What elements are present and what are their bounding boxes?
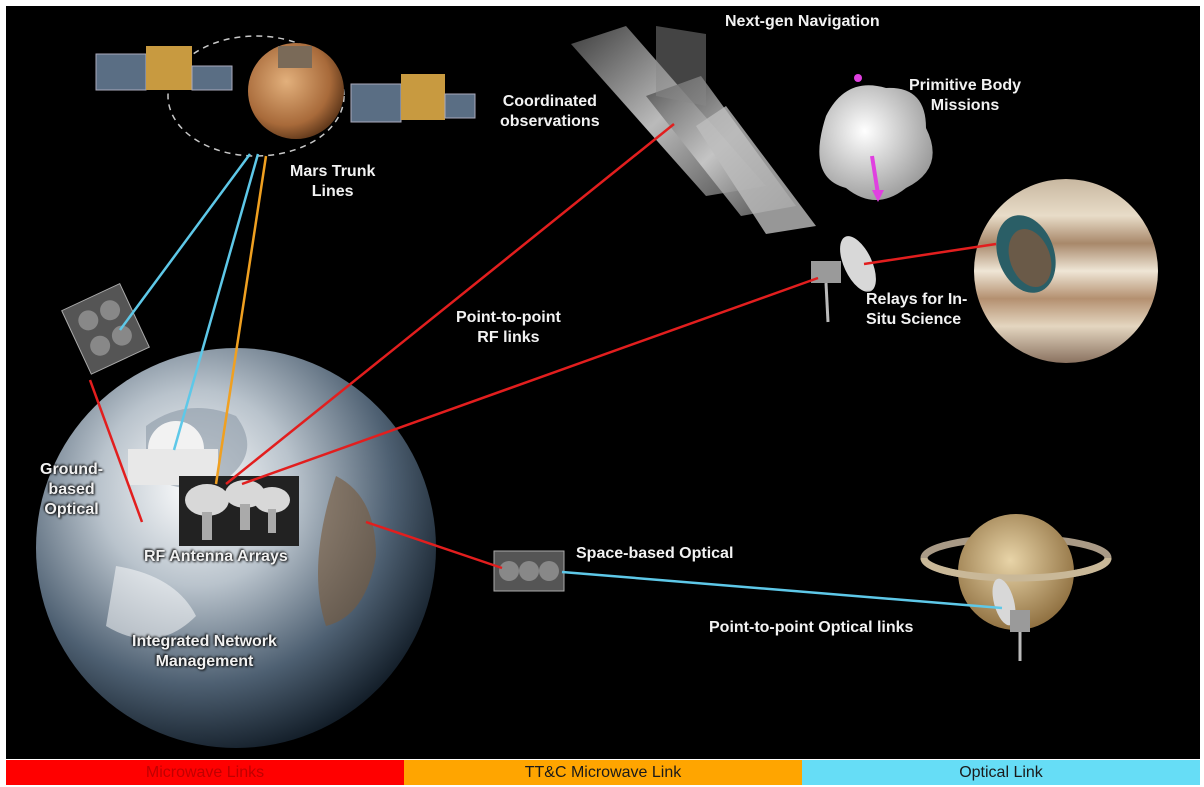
- label-mars-trunk-lines: Mars Trunk Lines: [290, 163, 376, 200]
- optical-link-to-mars-1: [118, 153, 252, 331]
- microwave-link-ground-optical: [88, 379, 144, 523]
- relay-spacecraft: [811, 236, 876, 323]
- label-coordinated-observations: Coordinated observations: [500, 93, 600, 130]
- mars-orbiter-right: [350, 74, 476, 123]
- ttc-link-to-mars: [214, 155, 268, 485]
- legend-ttc-label: TT&C Microwave Link: [524, 763, 682, 781]
- scene-graphics: [36, 26, 1158, 748]
- label-space-based-optical: Space-based Optical: [576, 545, 734, 562]
- microwave-relay-to-probe: [863, 242, 997, 266]
- legend-ttc-microwave-link: TT&C Microwave Link: [404, 760, 802, 785]
- legend-optical-link: Optical Link: [802, 760, 1200, 785]
- label-relays-in-situ-science: Relays for In- Situ Science: [866, 291, 968, 328]
- label-rf-antenna-arrays: RF Antenna Arrays: [144, 548, 288, 565]
- label-ground-based-optical: Ground- based Optical: [40, 461, 104, 518]
- solar-sail-constellation: [571, 26, 816, 234]
- microwave-link-earth-to-space-optical: [365, 520, 503, 570]
- link-lines: [88, 123, 1003, 610]
- space-optical-telescope: [493, 550, 565, 592]
- legend-microwave-links: Microwave Links: [6, 760, 404, 785]
- saturn-relay-spacecraft: [992, 578, 1030, 661]
- mars-planet: [248, 43, 344, 139]
- legend-microwave-label: Microwave Links: [145, 763, 265, 781]
- label-primitive-body-missions: Primitive Body Missions: [909, 77, 1022, 114]
- label-point-to-point-optical-links: Point-to-point Optical links: [709, 619, 914, 636]
- legend-bar: Microwave Links TT&C Microwave Link Opti…: [6, 760, 1200, 785]
- microwave-link-to-sails: [225, 123, 675, 485]
- optical-telescope-array: [61, 282, 150, 375]
- optical-link-to-saturn: [561, 570, 1003, 610]
- mars-system: [95, 35, 476, 157]
- legend-optical-label: Optical Link: [959, 763, 1043, 781]
- jupiter: [974, 179, 1158, 363]
- saturn: [920, 514, 1112, 630]
- microwave-link-to-relay: [241, 276, 819, 486]
- rf-antenna-array: [179, 476, 299, 546]
- optical-link-to-mars-2: [172, 153, 260, 451]
- label-integrated-network-management: Integrated Network Management: [132, 633, 277, 670]
- mars-orbiter-left: [95, 46, 233, 91]
- primitive-body: [819, 74, 933, 202]
- mars-rover: [278, 46, 312, 68]
- label-next-gen-navigation: Next-gen Navigation: [725, 13, 880, 30]
- diagram-canvas: Next-gen Navigation Primitive Body Missi…: [6, 6, 1200, 759]
- label-point-to-point-rf-links: Point-to-point RF links: [456, 309, 561, 346]
